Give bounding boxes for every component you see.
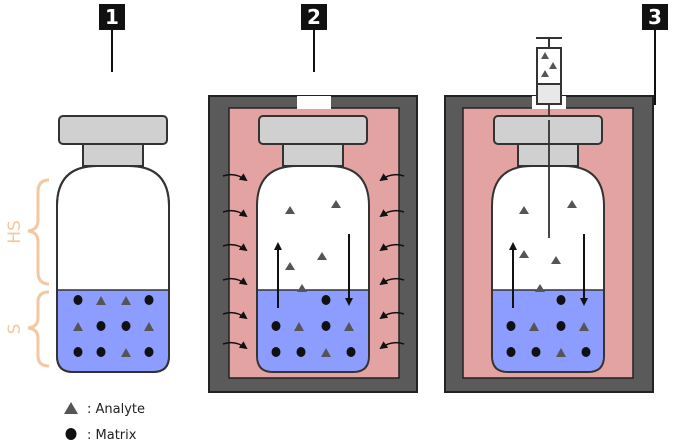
- vial-1-liquid: [58, 290, 168, 371]
- step-label-1: 1: [99, 4, 125, 30]
- oven-2: [208, 95, 418, 393]
- svg-text:3: 3: [648, 5, 662, 29]
- legend: : Analyte : Matrix: [64, 402, 145, 443]
- vial-2-liquid: [258, 290, 368, 371]
- oven-3: [444, 37, 654, 393]
- vial-2-liquid-particles: [271, 295, 356, 357]
- syringe-icon: [536, 37, 562, 238]
- vial-1-particles: [73, 295, 154, 357]
- oven-2-heat-arrows: [222, 173, 405, 350]
- vial-2-neck: [282, 143, 344, 167]
- vial-2-headspace-analytes: [285, 200, 341, 292]
- vial-3-neck: [517, 143, 579, 167]
- headspace-bracket: HS: [5, 178, 50, 286]
- svg-text:2: 2: [307, 5, 321, 29]
- matrix-circle-icon: [65, 428, 77, 440]
- svg-text:1: 1: [105, 5, 119, 29]
- vial-2-cap: [258, 115, 368, 145]
- step-3-pointer: [642, 30, 656, 105]
- vial-1: [56, 115, 170, 373]
- oven-2-port: [297, 96, 331, 109]
- legend-analyte-label: : Analyte: [87, 402, 145, 417]
- vial-3-headspace-analytes: [519, 200, 577, 292]
- vial-3-liquid: [493, 290, 603, 371]
- sample-bracket: S: [5, 290, 50, 368]
- analyte-triangle-icon: [64, 402, 78, 414]
- legend-matrix-label: : Matrix: [87, 428, 137, 443]
- sample-label: S: [5, 324, 25, 335]
- vial-3-cap: [493, 115, 603, 145]
- step-label-3: 3: [642, 4, 668, 30]
- vial-1-neck: [82, 143, 144, 167]
- vial-3-liquid-particles: [506, 295, 591, 357]
- step-label-2: 2: [301, 4, 327, 30]
- vial-1-cap: [58, 115, 168, 145]
- headspace-label: HS: [5, 220, 25, 244]
